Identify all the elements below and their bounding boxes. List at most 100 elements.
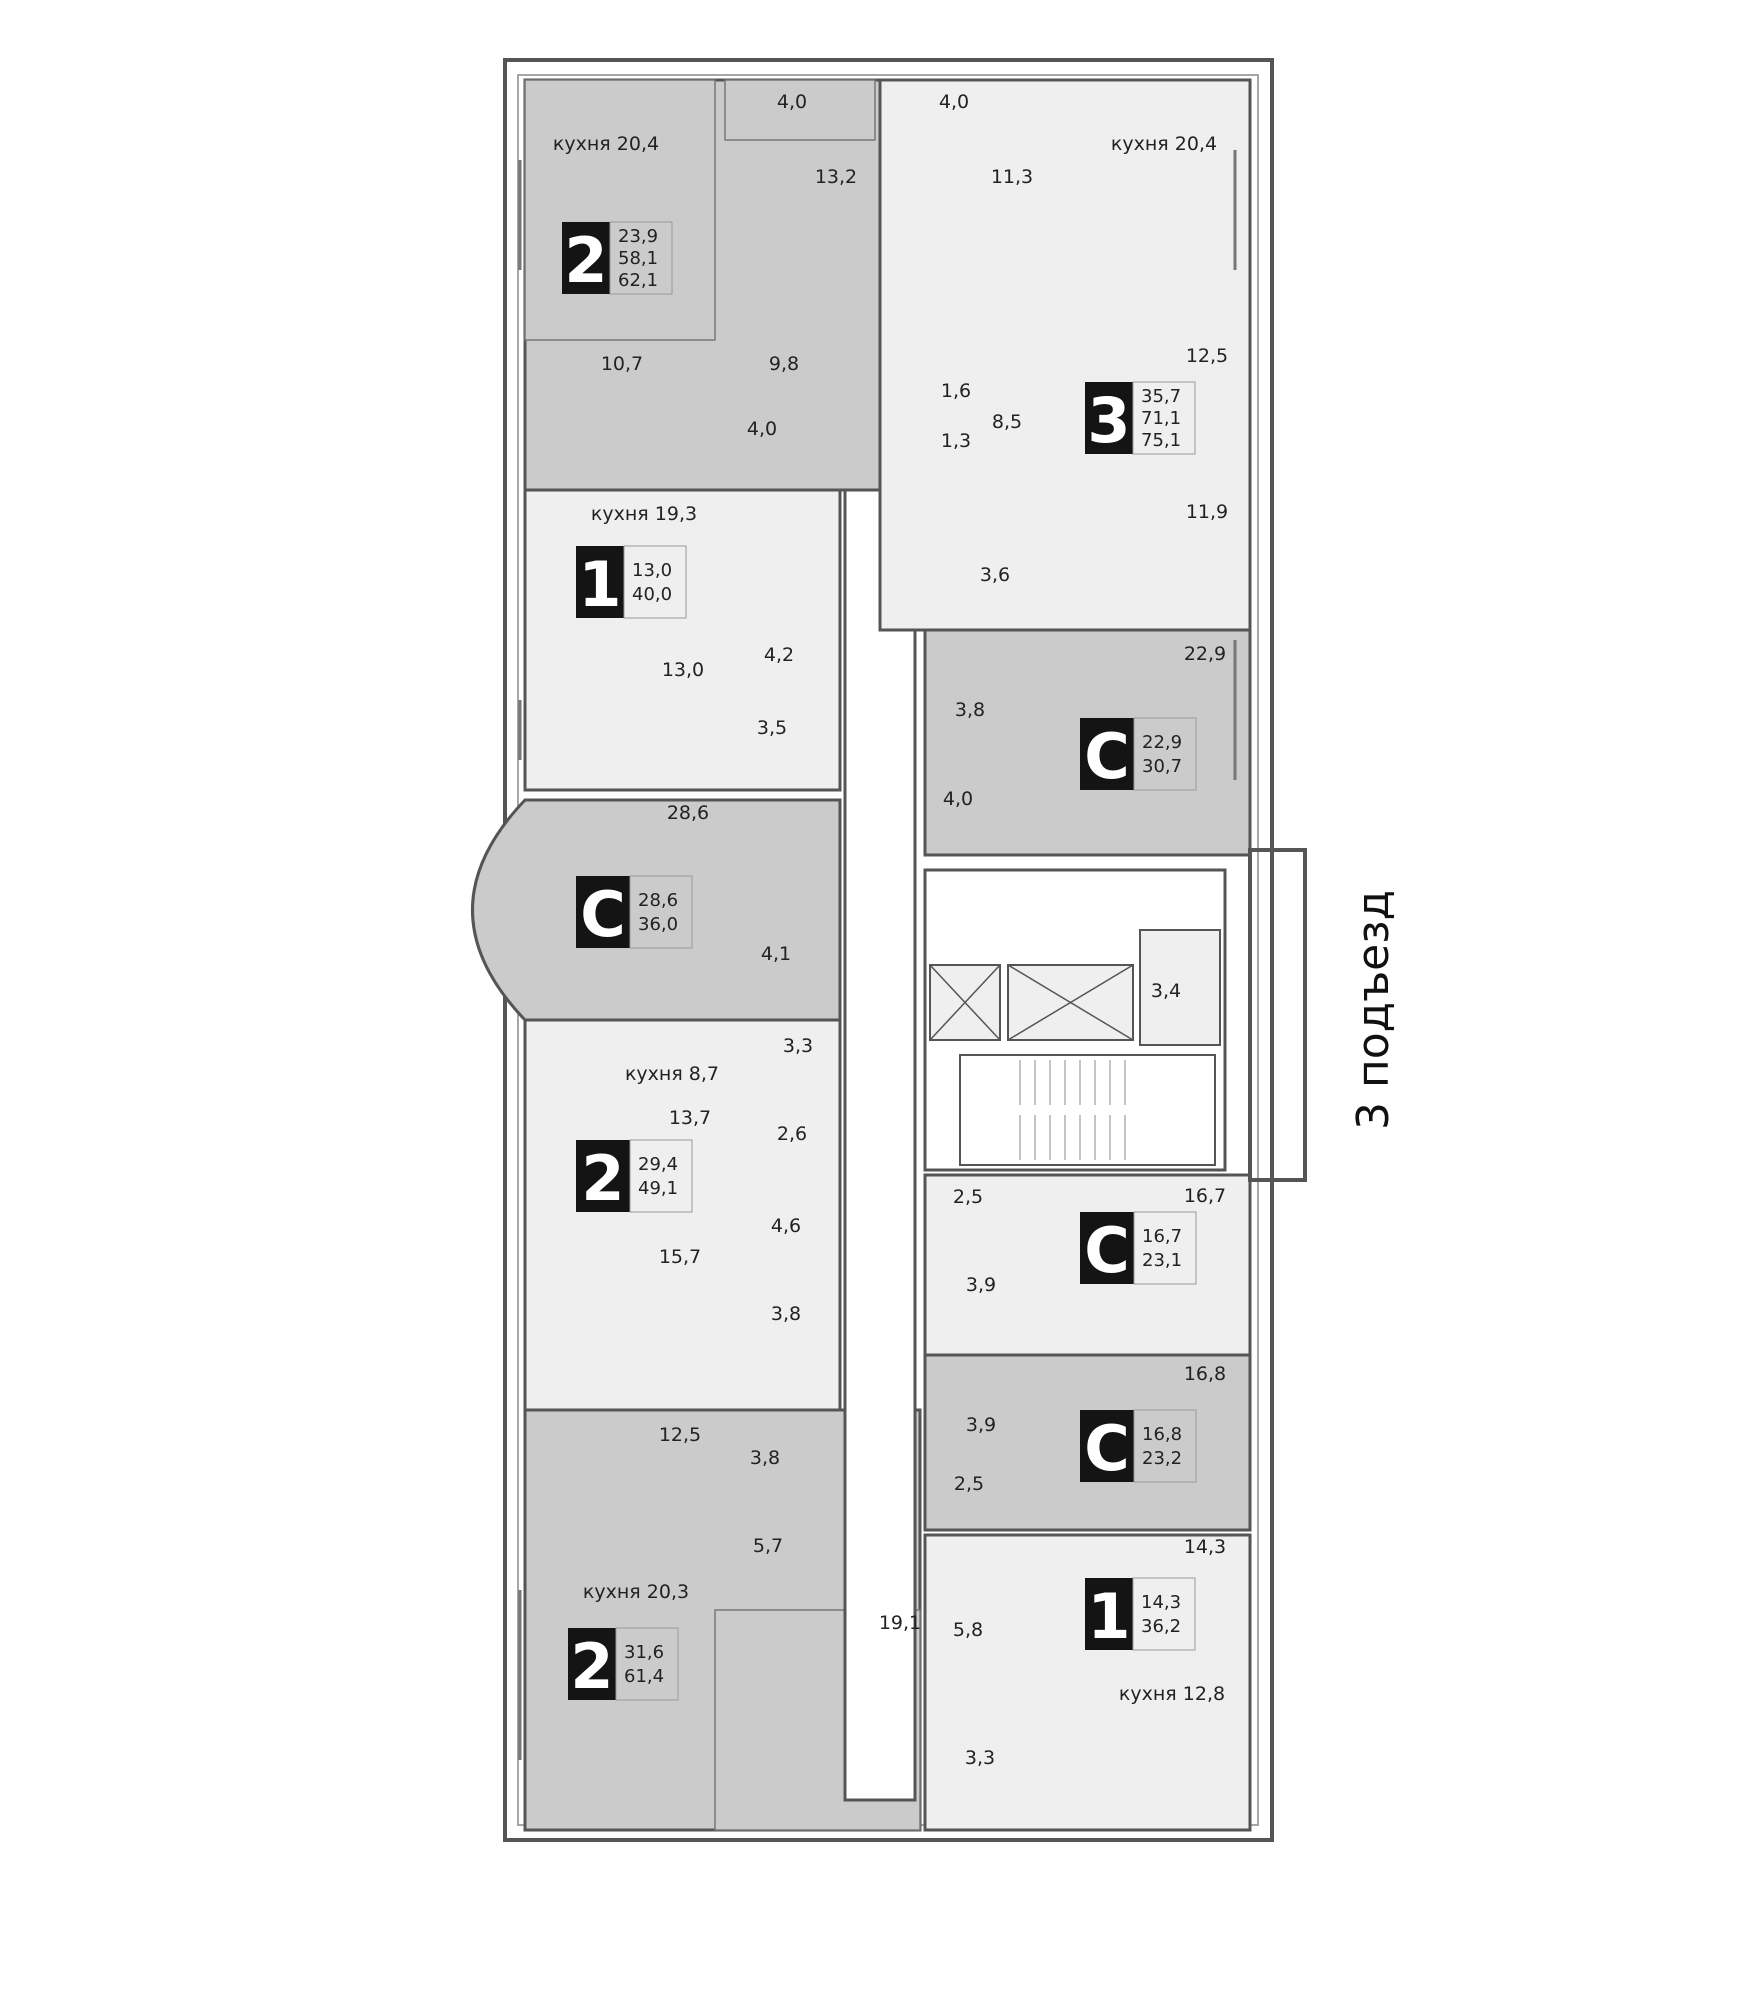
room-label: 1,3	[941, 430, 971, 452]
apartment-badge[interactable]: 2 29,4 49,1	[576, 1139, 693, 1215]
stat-living: 28,6	[638, 890, 678, 911]
unit-type: С	[1084, 1412, 1130, 1485]
stats-box	[609, 221, 673, 295]
room-label: 3,3	[783, 1035, 813, 1057]
unit-type-badge	[1080, 1212, 1134, 1284]
stat-living: 23,9	[618, 226, 658, 247]
stat-living: 35,7	[1141, 386, 1181, 407]
unit-type-badge	[568, 1628, 616, 1700]
unit-type-badge	[576, 546, 624, 618]
stair-treads	[1019, 1060, 1126, 1160]
stat-total-with-balcony: 75,1	[1141, 430, 1181, 451]
unit-type: 2	[581, 1142, 624, 1215]
stat-living: 29,4	[638, 1154, 678, 1175]
unit-type-badge	[576, 1140, 630, 1212]
stats-box	[1133, 717, 1197, 791]
room-label: 19,1	[879, 1612, 921, 1634]
apartment-badge[interactable]: С 28,6 36,0	[576, 875, 693, 951]
corridor	[843, 488, 917, 1802]
stat-total: 49,1	[638, 1178, 678, 1199]
room-label: 12,5	[1186, 345, 1228, 367]
room-label: 13,7	[669, 1107, 711, 1129]
apartment-badge[interactable]: С 16,8 23,2	[1080, 1409, 1197, 1485]
room-label: 3,6	[980, 564, 1010, 586]
unit-type-badge	[1080, 718, 1134, 790]
room-label: 3,3	[965, 1747, 995, 1769]
stat-total: 30,7	[1142, 756, 1182, 777]
stat-living: 22,9	[1142, 732, 1182, 753]
apartment-badge[interactable]: 1 13,0 40,0	[576, 545, 687, 621]
room-label: 11,9	[1186, 501, 1228, 523]
room-label: 2,6	[777, 1123, 807, 1145]
stats-box	[623, 545, 687, 619]
unit-type: 1	[1087, 1580, 1130, 1653]
room-label: 22,9	[1184, 643, 1226, 665]
room-label: 13,0	[662, 659, 704, 681]
room-label: 4,0	[939, 91, 969, 113]
unit-type: 2	[570, 1630, 613, 1703]
stat-living: 31,6	[624, 1642, 664, 1663]
room-label: 11,3	[991, 166, 1033, 188]
room-label: кухня 20,4	[553, 133, 659, 155]
apartment-badge[interactable]: 1 14,3 36,2	[1085, 1577, 1196, 1653]
stat-total: 36,2	[1141, 1616, 1181, 1637]
unit-type-badge	[576, 876, 630, 948]
stairs	[959, 1054, 1216, 1166]
top-loggia-left	[724, 79, 876, 141]
room-label: 3,9	[966, 1414, 996, 1436]
apartment-3-top-right[interactable]	[878, 78, 1252, 632]
unit-type: 3	[1087, 384, 1130, 457]
room-label: 28,6	[667, 802, 709, 824]
stats-box	[1133, 1211, 1197, 1285]
room-label: 3,8	[955, 699, 985, 721]
room-label: 3,5	[757, 717, 787, 739]
apartment-badge[interactable]: 2 31,6 61,4	[568, 1627, 679, 1703]
stat-total: 23,1	[1142, 1250, 1182, 1271]
elevator-1-cross-b	[929, 964, 1001, 1041]
unit-type-badge	[1085, 1578, 1133, 1650]
room-kitchen-top-left	[524, 79, 716, 341]
building-outline	[503, 58, 1274, 1842]
room-label: 5,8	[953, 1619, 983, 1641]
room-label: 14,3	[1184, 1536, 1226, 1558]
room-label: 16,8	[1184, 1363, 1226, 1385]
room-label: 1,6	[941, 380, 971, 402]
room-label: 5,7	[753, 1535, 783, 1557]
apartment-badge[interactable]: С 22,9 30,7	[1080, 717, 1197, 793]
entrance-label: 3 подъезд	[1348, 890, 1399, 1130]
stats-box	[1132, 381, 1196, 455]
apartment-badge[interactable]: 3 35,7 71,1 75,1	[1085, 381, 1196, 457]
room-label: 16,7	[1184, 1185, 1226, 1207]
stat-living: 13,0	[632, 560, 672, 581]
stat-total: 23,2	[1142, 1448, 1182, 1469]
stat-living: 16,7	[1142, 1226, 1182, 1247]
unit-type-badge	[562, 222, 610, 294]
stat-total: 40,0	[632, 584, 672, 605]
elevator-2-cross-b	[1007, 964, 1134, 1041]
room-label: 2,5	[954, 1473, 984, 1495]
stat-total-with-balcony: 62,1	[618, 270, 658, 291]
stat-living: 16,8	[1142, 1424, 1182, 1445]
room-label: 3,8	[750, 1447, 780, 1469]
stats-box	[1132, 1577, 1196, 1651]
apartment-badge[interactable]: 2 23,9 58,1 62,1	[562, 221, 673, 297]
room-label: 9,8	[769, 353, 799, 375]
room-3-4	[1139, 929, 1221, 1046]
apartment-badge[interactable]: С 16,7 23,1	[1080, 1211, 1197, 1287]
stat-total: 58,1	[618, 248, 658, 269]
apartment-1-left[interactable]	[523, 488, 842, 792]
stats-box	[615, 1627, 679, 1701]
stats-box	[1133, 1409, 1197, 1483]
room-label: 12,5	[659, 1424, 701, 1446]
room-label: кухня 19,3	[591, 503, 697, 525]
room-label: 4,0	[747, 418, 777, 440]
room-label: 10,7	[601, 353, 643, 375]
unit-type: С	[1084, 720, 1130, 793]
stat-total: 61,4	[624, 1666, 664, 1687]
room-labels: 4,0 4,0 кухня 20,4 13,2 11,3 кухня 20,4 …	[553, 91, 1228, 1769]
room-label: 3,8	[771, 1303, 801, 1325]
room-label: 4,6	[771, 1215, 801, 1237]
stat-total: 71,1	[1141, 408, 1181, 429]
entrance-vestibule	[1248, 848, 1307, 1182]
unit-type: 1	[578, 548, 621, 621]
